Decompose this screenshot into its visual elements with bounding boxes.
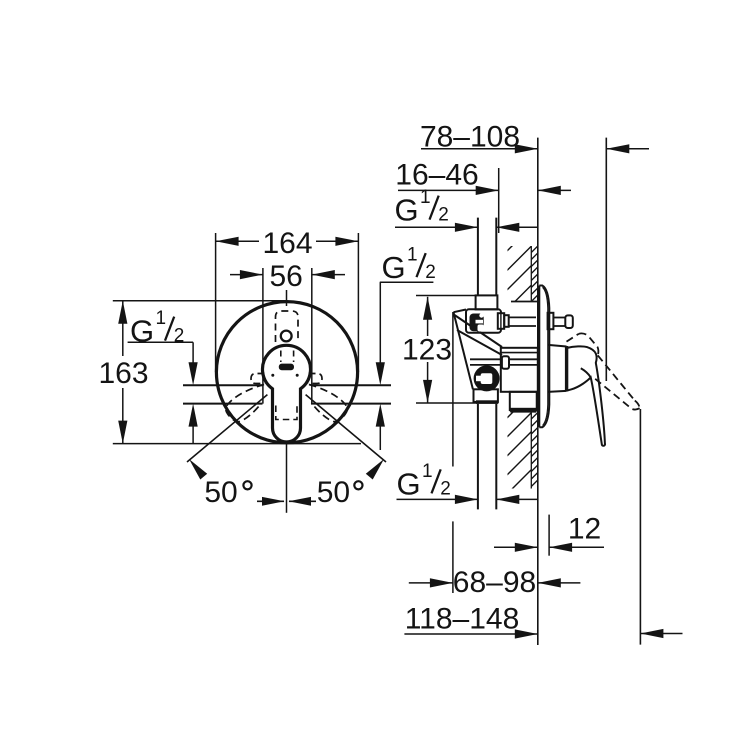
svg-text:2: 2 [425, 262, 436, 283]
svg-text:1: 1 [420, 187, 431, 208]
svg-text:56: 56 [270, 260, 303, 293]
svg-text:164: 164 [262, 227, 312, 260]
svg-text:G: G [395, 193, 419, 228]
svg-text:163: 163 [98, 357, 148, 390]
svg-text:78–108: 78–108 [420, 120, 520, 153]
svg-text:118–148: 118–148 [405, 603, 520, 636]
svg-text:2: 2 [438, 205, 449, 226]
svg-text:2: 2 [174, 326, 185, 347]
svg-text:123: 123 [402, 333, 452, 366]
svg-text:50: 50 [317, 476, 350, 509]
svg-text:G: G [130, 314, 154, 349]
svg-text:68–98: 68–98 [453, 566, 536, 599]
svg-text:16–46: 16–46 [395, 158, 478, 191]
svg-text:2: 2 [440, 478, 451, 499]
svg-text:1: 1 [422, 461, 433, 482]
svg-text:G: G [397, 466, 421, 501]
svg-text:12: 12 [568, 513, 601, 546]
svg-text:1: 1 [407, 245, 418, 266]
svg-text:1: 1 [156, 308, 167, 329]
svg-text:G: G [382, 250, 406, 285]
svg-text:50: 50 [204, 476, 237, 509]
